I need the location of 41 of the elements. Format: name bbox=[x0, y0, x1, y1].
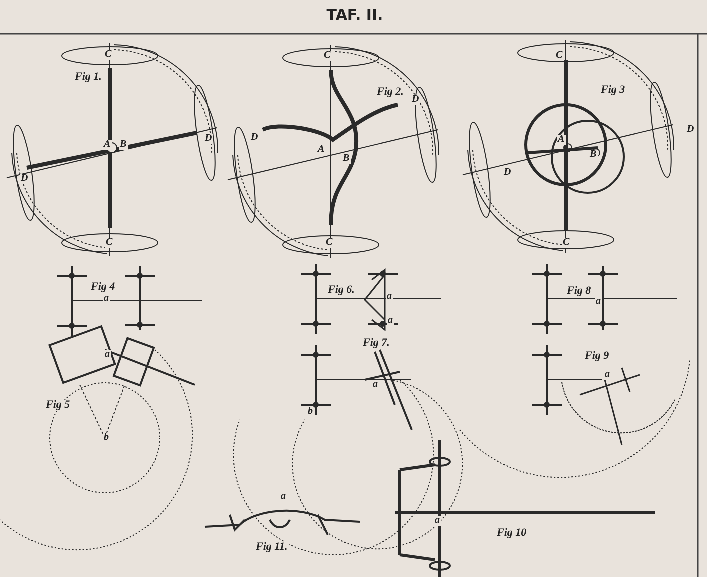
figure-label: Fig 6. bbox=[327, 285, 356, 296]
part-letter: C bbox=[104, 50, 113, 60]
part-letter: a bbox=[387, 316, 394, 326]
part-letter: A bbox=[317, 145, 326, 155]
part-letter: C bbox=[562, 238, 571, 248]
figure-label: Fig 10 bbox=[496, 528, 528, 539]
figure-label: Fig 11. bbox=[255, 542, 289, 553]
part-letter: a bbox=[434, 516, 441, 526]
part-letter: D bbox=[250, 133, 260, 143]
part-letter: a bbox=[604, 370, 611, 380]
figure-label: Fig 5 bbox=[45, 400, 72, 411]
plate-title: TAF. II. bbox=[326, 6, 384, 24]
part-letter: C bbox=[555, 51, 564, 61]
part-letter: b bbox=[307, 407, 314, 417]
figure-label: Fig 3 bbox=[600, 85, 626, 96]
part-letter: C bbox=[105, 238, 114, 248]
figure-label: Fig 9 bbox=[584, 351, 610, 362]
figure-label: Fig 2. bbox=[376, 87, 405, 98]
part-letter: D bbox=[20, 174, 30, 184]
part-letter: D bbox=[411, 95, 420, 105]
part-letter: C bbox=[325, 238, 334, 248]
part-letter: B bbox=[589, 150, 598, 160]
part-letter: B bbox=[342, 154, 351, 164]
part-letter: a bbox=[104, 350, 111, 360]
part-letter: C bbox=[323, 51, 332, 61]
figure-label: Fig 7. bbox=[362, 338, 391, 349]
part-letter: a bbox=[595, 297, 602, 307]
part-letter: D bbox=[204, 134, 214, 144]
part-letter: B bbox=[119, 140, 128, 150]
part-letter: a bbox=[103, 294, 110, 304]
part-letter: a bbox=[280, 492, 287, 502]
figure-label: Fig 8 bbox=[566, 286, 592, 297]
part-letter: a bbox=[372, 380, 379, 390]
figure-label: Fig 4 bbox=[90, 282, 116, 293]
part-letter: D bbox=[686, 125, 696, 135]
part-letter: A bbox=[557, 135, 566, 145]
figure-label: Fig 1. bbox=[74, 72, 103, 83]
part-letter: A bbox=[103, 140, 112, 150]
part-letter: b bbox=[103, 433, 110, 443]
part-letter: a bbox=[386, 292, 393, 302]
part-letter: D bbox=[503, 168, 512, 178]
